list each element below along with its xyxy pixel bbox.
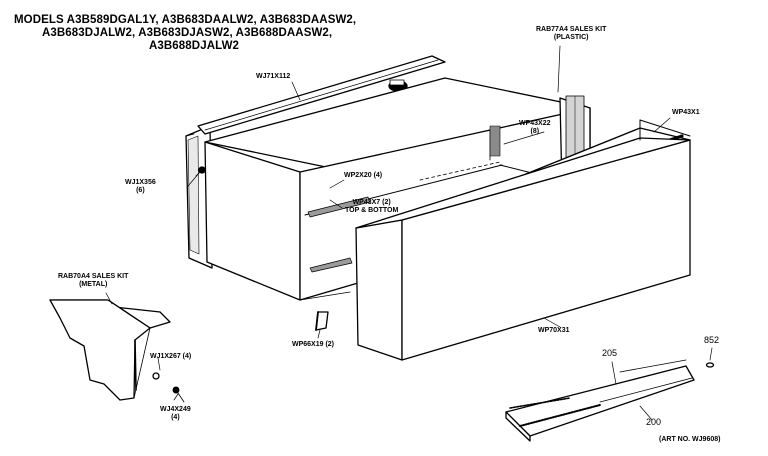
label-wj1x267: WJ1X267 (4) (150, 353, 192, 360)
clip-wp66x19-icon (315, 311, 329, 331)
title-line-2: A3B683DJALW2, A3B683DJASW2, A3B688DAASW2… (42, 27, 333, 39)
label-wp66x19: WP66X19 (2) (292, 341, 335, 348)
top-flange-strip (197, 55, 446, 135)
label-wp70x31: WP70X31 (538, 327, 570, 334)
title-line-1: MODELS A3B589DGAL1Y, A3B683DAALW2, A3B68… (14, 14, 357, 26)
leader-lines (105, 45, 713, 421)
label-wj1x356: WJ1X356 (6) (125, 179, 156, 194)
label-part-852: 852 (704, 335, 720, 345)
label-part-205: 205 (602, 348, 618, 358)
metal-side-panel (49, 299, 171, 401)
label-wj4x249: WJ4X249 (4) (160, 406, 191, 421)
art-number: (ART NO. WJ9608) (659, 436, 721, 443)
label-part-200: 200 (646, 417, 662, 427)
label-sales-kit-metal: RAB70A4 SALES KIT (METAL) (58, 273, 129, 288)
label-wp43x22: WP43X22 (8) (519, 120, 551, 135)
models-title: MODELS A3B589DGAL1Y, A3B683DAALW2, A3B68… (14, 14, 394, 53)
label-cabinet: WJ71X112 (256, 73, 291, 80)
drain-tray-assembly (505, 359, 695, 442)
title-line-3: A3B688DJALW2 (149, 40, 240, 52)
front-panel-wp70x31 (355, 119, 691, 361)
label-wp2x20: WP2X20 (4) (344, 172, 383, 179)
label-sales-kit-plastic: RAB77A4 SALES KIT (PLASTIC) (536, 26, 607, 41)
part-852-icon (705, 362, 715, 368)
label-wp43x7: WP43X7 (2) TOP & BOTTOM (345, 199, 399, 214)
label-wp43x1: WP43X1 (672, 109, 700, 116)
screw-wj1x267-icon (152, 372, 160, 380)
